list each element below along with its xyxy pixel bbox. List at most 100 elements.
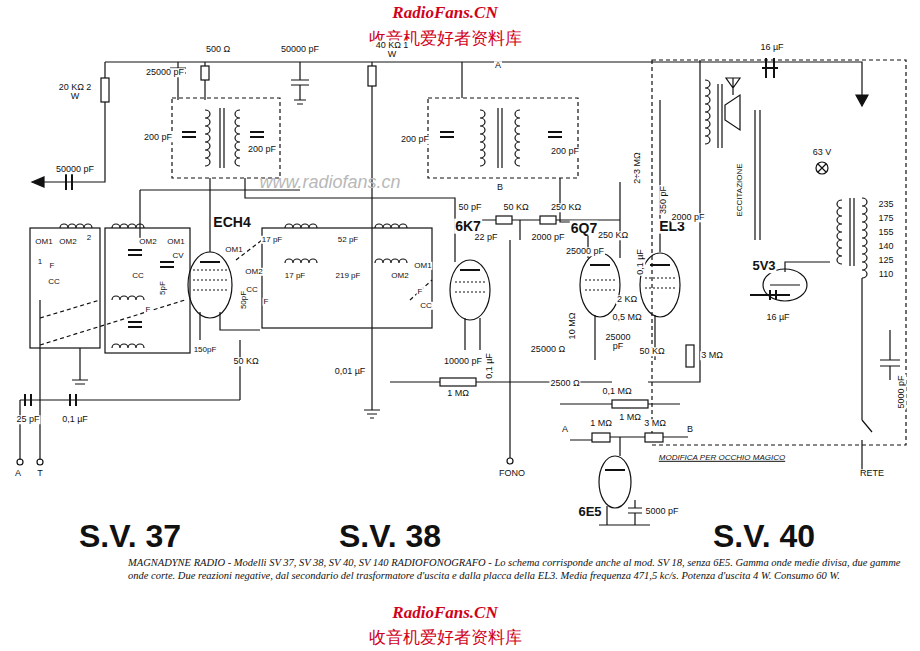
switch-label: OM2 [138, 238, 157, 246]
if-transformer-can [172, 98, 280, 178]
core-symbol [718, 84, 722, 148]
if-transformer-can [428, 98, 578, 178]
component-value: 10000 pF [443, 357, 483, 366]
switch-label: OM1 [413, 262, 432, 270]
tube-symbol [599, 456, 631, 508]
mains-wire [862, 278, 872, 470]
component-value: 1 MΩ [446, 389, 470, 398]
component-value: 200 pF [550, 147, 580, 156]
coil-frame [105, 228, 190, 353]
component-value: 20 KΩ 2 W [56, 83, 94, 102]
grid-symbol [193, 270, 675, 292]
coil-symbol [480, 110, 485, 166]
coil-symbol [285, 224, 407, 263]
component-value: 17 pF [284, 272, 306, 280]
switch-label: OM1 [34, 238, 53, 246]
component-value: 1 MΩ [618, 413, 642, 422]
coil-symbol [235, 110, 240, 166]
switch-label: F [145, 306, 152, 314]
component-value: T [36, 469, 44, 478]
component-value: B [686, 425, 694, 434]
switch-label: OM1 [166, 238, 185, 246]
component-value: 175 [877, 214, 894, 223]
component-value: FONO [498, 469, 526, 478]
component-value: 140 [877, 242, 894, 251]
switch-label: F [417, 288, 424, 296]
wire [478, 100, 660, 258]
component-value: 25000 Ω [530, 345, 566, 354]
component-value: 25000 pF [145, 68, 185, 77]
capacitor-symbol [762, 58, 778, 78]
resistor-symbol [368, 66, 376, 86]
component-value: 25 pF [15, 415, 40, 424]
switch-label: OM2 [58, 238, 77, 246]
capacitor-symbol [599, 500, 650, 525]
component-value: 50 KΩ [638, 347, 665, 356]
component-value: 350 pF [659, 185, 668, 215]
switch-label: CC [47, 278, 61, 286]
watermark: 收音机爱好者资料库 [368, 629, 523, 647]
tube-name: 5V3 [751, 259, 776, 273]
component-value: 200 pF [247, 145, 277, 154]
wire [200, 312, 655, 525]
core-symbol [850, 198, 854, 266]
core-symbol [498, 108, 502, 168]
resistor-symbol [101, 78, 109, 102]
tube-name: 6Q7 [570, 221, 598, 236]
output-arrow [32, 177, 44, 187]
component-value: 50000 pF [55, 165, 95, 174]
model-title: S.V. 40 [712, 520, 816, 554]
terminal-symbol [37, 459, 43, 465]
switch-label: OM2 [244, 268, 263, 276]
component-value: 2÷3 MΩ [633, 151, 642, 185]
component-value: 1 MΩ [589, 419, 613, 428]
component-value: 0,1 µF [61, 415, 89, 424]
component-value: 125 [877, 256, 894, 265]
component-value: 5000 pF [644, 507, 679, 516]
component-value: 0,01 µF [334, 367, 367, 376]
component-value: 3 MΩ [700, 351, 724, 360]
switch-label: CC [245, 286, 259, 294]
wire [390, 60, 700, 382]
component-value: 150pF [193, 346, 218, 354]
switch-label: 1 [37, 258, 43, 266]
component-value: 50 KΩ [502, 203, 529, 212]
component-value: 3 MΩ [643, 419, 667, 428]
resistor-symbol [686, 345, 694, 367]
component-value: 63 V [812, 148, 833, 157]
switch-label: CV [171, 252, 184, 260]
component-value: 16 µF [759, 43, 784, 52]
component-value: 50000 pF [280, 45, 320, 54]
coil-symbol [205, 110, 210, 166]
component-value: 500 Ω [205, 45, 231, 54]
coil-symbol [862, 198, 867, 278]
note-text: MODIFICA PER OCCHIO MAGICO [658, 454, 786, 462]
capacitor-symbol [880, 330, 900, 380]
component-value: 2500 Ω [549, 379, 580, 388]
component-value: B [496, 183, 504, 192]
capacitor-symbol [182, 132, 264, 137]
component-value: 25000 pF [599, 333, 637, 352]
power-section-frame [652, 60, 906, 445]
tube-symbol [580, 253, 620, 317]
speaker-symbol [725, 95, 740, 130]
component-value: A [561, 425, 569, 434]
wire [140, 190, 300, 240]
coil-symbol [60, 224, 92, 228]
wire [20, 340, 240, 460]
switch-label: OM1 [224, 246, 243, 254]
capacitor-symbol [66, 174, 72, 190]
coil-symbol [837, 200, 842, 264]
component-value: 2000 pF [670, 213, 705, 222]
switch-label: CC [131, 272, 145, 280]
component-value: 250 KΩ [597, 231, 629, 240]
capacitor-symbol [291, 62, 309, 104]
switch-label: F [49, 262, 56, 270]
component-value: 2000 pF [530, 233, 565, 242]
switch-label: 2 [86, 234, 92, 242]
coil-symbol [515, 110, 520, 166]
component-value: 200 pF [143, 133, 173, 142]
component-value: 5pF [159, 280, 167, 296]
capacitor-symbol [440, 132, 562, 137]
watermark: RadioFans.CN [391, 4, 498, 22]
